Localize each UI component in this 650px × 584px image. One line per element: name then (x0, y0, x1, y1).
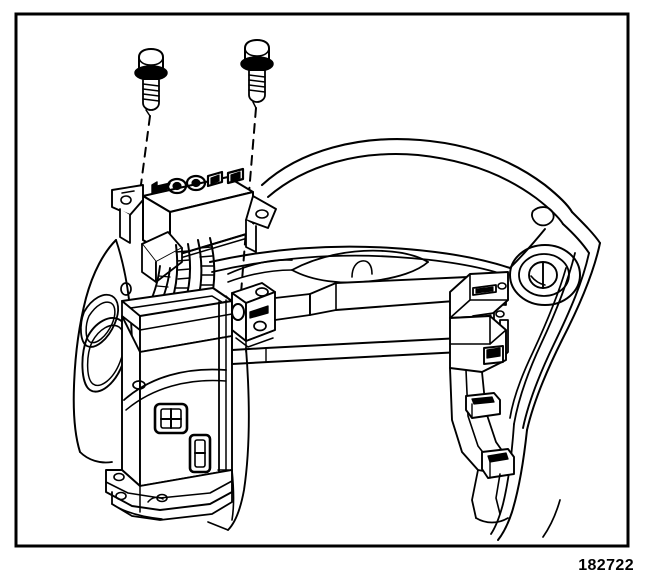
structure-detail-lines (111, 300, 250, 531)
figure-caption-number: 182722 (578, 557, 634, 574)
bracket-slot-large (153, 402, 189, 435)
fastener-pocket-mid (465, 392, 501, 419)
fastener-pocket-bottom (481, 448, 515, 479)
connector-socket-2 (166, 177, 188, 195)
fastener-block-lower (483, 345, 504, 365)
connector-socket-4 (206, 170, 224, 188)
connector-socket-row (151, 167, 245, 195)
bracket-slot-small (188, 433, 212, 474)
connector-socket-5 (226, 167, 245, 185)
hvac-oval-vent (509, 206, 581, 306)
bracket-tab-slot-top (472, 284, 497, 296)
connector-socket-3 (185, 174, 207, 192)
hex-flange-bolt-left (134, 48, 168, 117)
dashed-install-line-left (139, 115, 151, 193)
module-mounting-bracket (105, 287, 233, 521)
line-art-group (72, 39, 601, 541)
hex-flange-bolt-right (240, 39, 274, 109)
right-side-trim-panel (449, 271, 515, 524)
